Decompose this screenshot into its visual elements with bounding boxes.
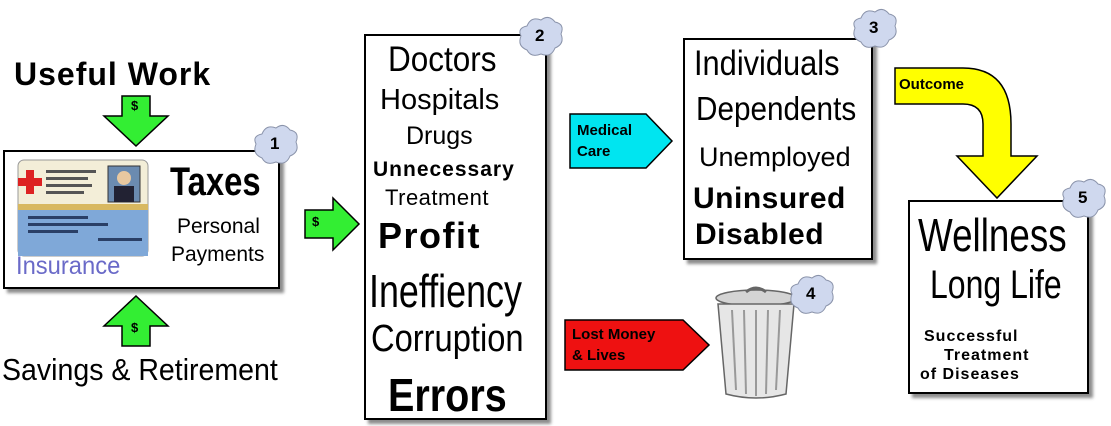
item-treatment: Treatment [385, 185, 489, 210]
useful-work-label: Useful Work [14, 56, 212, 92]
item-hospitals: Hospitals [380, 84, 500, 116]
medical-care-arrow [569, 113, 674, 169]
money-in-arrow-top [102, 95, 170, 148]
insurance-card-image [17, 159, 149, 257]
medical-care-line2: Care [577, 143, 611, 160]
personal-label: Personal [177, 215, 260, 238]
trash-can-icon [715, 286, 797, 399]
recipient-dependents: Dependents [696, 90, 857, 127]
funding-flow-dollar: $ [312, 214, 320, 229]
wellness-title: Wellness [918, 209, 1067, 261]
lost-money-arrow [564, 319, 711, 371]
item-errors: Errors [388, 369, 507, 421]
dollar-label-top: $ [131, 98, 139, 113]
outcome-label: Outcome [899, 76, 965, 93]
item-ineffiency: Ineffiency [369, 265, 522, 317]
recipients-box [683, 38, 873, 260]
funding-sources-box: Insurance Taxes Personal Payments [3, 150, 280, 289]
step-badge-2 [519, 16, 563, 56]
item-doctors: Doctors [388, 40, 497, 79]
payments-label: Payments [171, 243, 265, 266]
step-number-4: 4 [806, 284, 816, 303]
wellness-sub-3: of Diseases [920, 366, 1020, 383]
step-badge-4 [790, 274, 834, 314]
recipient-individuals: Individuals [694, 44, 840, 83]
recipient-unemployed: Unemployed [699, 142, 851, 172]
dollar-label-bottom: $ [131, 320, 139, 335]
step-number-5: 5 [1078, 188, 1088, 207]
item-unnecessary: Unnecessary [373, 158, 515, 181]
item-corruption: Corruption [371, 318, 524, 360]
wellness-sub-1: Successful [924, 328, 1019, 345]
wellness-sub-2: Treatment [944, 347, 1030, 364]
insurance-label: Insurance [16, 252, 121, 280]
lost-money-line2: & Lives [572, 347, 626, 364]
savings-retirement-label: Savings & Retirement [2, 352, 278, 387]
item-drugs: Drugs [406, 122, 473, 150]
step-badge-3 [853, 8, 897, 48]
wellness-box [908, 200, 1089, 394]
step-number-2: 2 [535, 26, 545, 45]
step-badge-1 [254, 124, 298, 164]
lost-money-line1: Lost Money [572, 326, 656, 343]
step-number-3: 3 [869, 18, 879, 37]
funding-flow-arrow [304, 196, 361, 252]
healthcare-system-box [364, 34, 547, 420]
recipient-uninsured: Uninsured [693, 182, 846, 215]
medical-care-line1: Medical [577, 122, 633, 139]
long-life-title: Long Life [930, 263, 1062, 307]
outcome-arrow [894, 67, 1039, 200]
step-badge-5 [1062, 178, 1106, 218]
recipient-disabled: Disabled [695, 218, 825, 251]
item-profit: Profit [378, 215, 481, 256]
step-number-1: 1 [270, 134, 280, 153]
taxes-label: Taxes [170, 160, 261, 204]
money-in-arrow-bottom [102, 294, 170, 347]
